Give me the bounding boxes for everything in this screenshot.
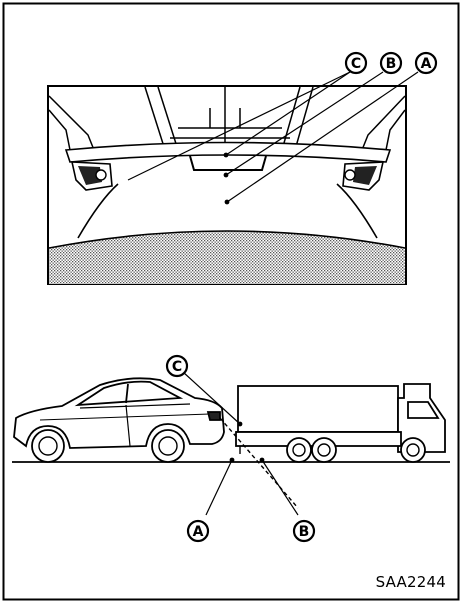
callout-b-bottom: B [294,521,314,541]
svg-text:A: A [193,524,204,540]
callout-c-bottom: C [167,356,187,376]
svg-text:B: B [386,56,397,72]
svg-text:C: C [172,359,182,375]
truck-side-view [236,384,445,462]
callout-c-top: C [346,53,366,73]
svg-text:A: A [421,56,432,72]
svg-text:C: C [351,56,361,72]
callout-a-bottom: A [188,521,208,541]
figure-reference-code: SAA2244 [376,573,446,591]
camera-view-screen [48,86,406,284]
callout-b-top: B [381,53,401,73]
callout-a-top: A [416,53,436,73]
sedan-side-view [14,378,224,462]
svg-text:B: B [299,524,310,540]
